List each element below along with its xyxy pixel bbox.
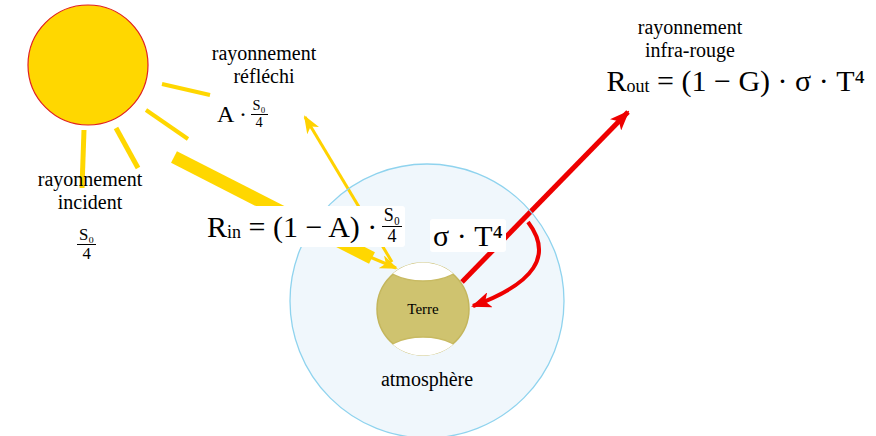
sun-ray [162,84,210,95]
caption-text: rayonnement incident [38,168,142,213]
incident-caption: rayonnement incident [20,168,160,214]
fraction-denominator: 4 [82,245,90,263]
fraction: S₀4 [77,226,96,264]
earth-cutout [383,262,463,281]
caption-text: rayonnement réfléchi [212,42,316,87]
atmosphere-circle: atmosphère Terre [289,163,565,436]
formula-text: = (1 − A) · [249,210,378,243]
back-radiation-formula: σ · T⁴ [430,219,506,252]
subscript-text: in [227,223,241,243]
fraction-denominator: 4 [388,227,397,247]
atmosphere-fill [290,164,564,436]
fraction-denominator: 4 [256,115,263,131]
sun-ray [146,110,188,139]
infrared-arrow [462,112,628,282]
fraction: S₀4 [382,206,402,247]
formula-text: = (1 − G) · σ · T⁴ [657,64,865,97]
formula-text: σ · T⁴ [433,219,503,252]
reflected-formula: A ·S₀4 [214,98,271,131]
fraction: S₀4 [251,98,268,131]
subscript-text: out [627,77,650,97]
earth-label: Terre [376,302,470,317]
fraction-numerator: S₀ [382,206,402,227]
fraction-numerator: S₀ [77,226,96,245]
atmosphere-label: atmosphère [289,368,565,391]
outgoing-formula: Rout = (1 − G) · σ · T⁴ [604,64,868,97]
atmosphere-outline [290,164,564,436]
formula-text: A · [217,101,247,127]
caption-text: rayonnement infra-rouge [638,16,742,61]
infrared-caption: rayonnement infra-rouge [620,16,760,62]
fraction-numerator: S₀ [251,98,268,115]
earth-cutout [383,337,463,356]
earth-shape: Terre [376,262,470,356]
formula-text: R [607,64,627,97]
reflected-caption: rayonnement réfléchi [194,42,334,88]
incident-arrow [370,257,396,268]
incoming-formula: Rin = (1 − A) ·S₀4 [204,206,405,247]
sun-ray [116,128,138,168]
sun [28,5,148,125]
formula-text: R [207,210,227,243]
incident-formula: S₀4 [74,226,99,264]
